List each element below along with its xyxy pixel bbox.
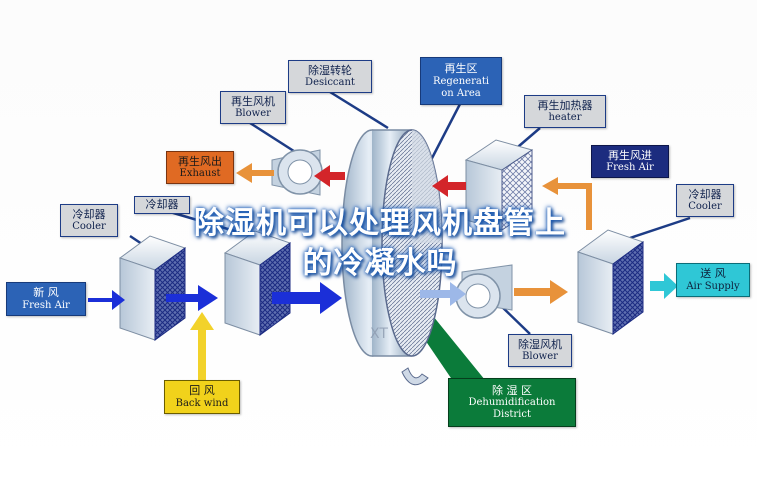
- label-dehum-district-zh: 除 湿 区: [492, 383, 532, 397]
- label-cooler-right: 冷却器 Cooler: [676, 184, 734, 217]
- label-heater: 再生加热器 heater: [524, 95, 606, 128]
- label-fresh-air-en: Fresh Air: [22, 299, 70, 311]
- watermark: XT: [370, 326, 388, 342]
- arrow-wheel-to-blower: [420, 282, 466, 306]
- arrow-blower-to-cooler3: [514, 280, 568, 304]
- label-back-wind: 回 风 Back wind: [164, 380, 240, 414]
- overlay-title-line1: 除湿机可以处理风机盘管上: [194, 206, 566, 241]
- label-heater-zh: 再生加热器: [537, 98, 593, 112]
- arrow-wheel-to-regen-blower: [314, 165, 345, 187]
- label-regen-blower-en: Blower: [235, 108, 271, 120]
- arrow-cooler1-to-cooler2: [166, 285, 218, 311]
- label-dehum-blower-en: Blower: [522, 351, 558, 363]
- label-desiccant-zh: 除湿转轮: [308, 63, 352, 77]
- desiccant-wheel: [341, 129, 443, 386]
- label-regen-blower-zh: 再生风机: [231, 94, 275, 108]
- label-fresh-air-zh: 新 风: [33, 286, 59, 300]
- cooler-unit-2: [223, 230, 292, 336]
- label-dehum-district-en-line1: Dehumidification: [468, 397, 556, 409]
- overlay-title: 除湿机可以处理风机盘管上 的冷凝水吗: [100, 204, 660, 284]
- label-exhaust: 再生风出 Exhaust: [166, 151, 234, 184]
- arrow-fresh-air: [88, 290, 125, 310]
- label-cooler-left: 冷却器 Cooler: [60, 204, 118, 237]
- arrow-exhaust: [236, 163, 274, 183]
- label-cooler-mid-zh: 冷却器: [145, 198, 179, 212]
- label-air-supply-zh: 送 风: [700, 267, 726, 281]
- label-cooler-left-zh: 冷却器: [72, 207, 106, 221]
- label-cooler-mid: 冷却器: [134, 196, 190, 214]
- label-regeneration-zh: 再生区: [444, 62, 478, 76]
- arrow-air-supply: [650, 273, 678, 299]
- label-regen-fresh-air-en: Fresh Air: [606, 162, 654, 174]
- label-desiccant: 除湿转轮 Desiccant: [288, 60, 372, 93]
- label-dehum-blower-zh: 除湿风机: [518, 337, 562, 351]
- label-back-wind-zh: 回 风: [189, 384, 215, 398]
- cooler-unit-3: [576, 229, 645, 335]
- label-cooler-left-en: Cooler: [72, 221, 106, 233]
- label-cooler-right-en: Cooler: [688, 201, 722, 213]
- arrow-heater-to-wheel: [432, 175, 466, 197]
- label-regeneration-en-line1: Regenerati: [432, 75, 490, 87]
- label-regen-fresh-air: 再生风进 Fresh Air: [591, 145, 669, 178]
- label-air-supply: 送 风 Air Supply: [676, 263, 750, 297]
- label-exhaust-en: Exhaust: [179, 168, 221, 180]
- dehum-blower: [455, 264, 513, 319]
- label-regen-fresh-air-zh: 再生风进: [608, 148, 652, 162]
- arrow-back-wind: [190, 312, 214, 380]
- label-cooler-right-zh: 冷却器: [688, 187, 722, 201]
- label-exhaust-zh: 再生风出: [178, 154, 222, 168]
- label-dehum-district: 除 湿 区 Dehumidification District: [448, 378, 576, 427]
- label-desiccant-en: Desiccant: [305, 77, 355, 89]
- label-back-wind-en: Back wind: [175, 397, 229, 409]
- label-regen-blower: 再生风机 Blower: [220, 91, 286, 124]
- label-regeneration-en-line2: on Area: [441, 87, 481, 99]
- label-dehum-district-en-line2: District: [493, 409, 531, 421]
- overlay-title-line2: 的冷凝水吗: [302, 246, 458, 281]
- label-heater-en: heater: [548, 112, 582, 124]
- heater-unit: [464, 139, 534, 231]
- regen-blower: [271, 149, 323, 196]
- label-regeneration-area: 再生区 Regenerati on Area: [420, 57, 502, 105]
- label-fresh-air: 新 风 Fresh Air: [6, 282, 86, 316]
- label-air-supply-en: Air Supply: [686, 280, 740, 292]
- arrow-regen-fresh-air: [542, 177, 592, 230]
- label-dehum-blower: 除湿风机 Blower: [508, 334, 572, 367]
- arrow-to-wheel: [272, 282, 342, 314]
